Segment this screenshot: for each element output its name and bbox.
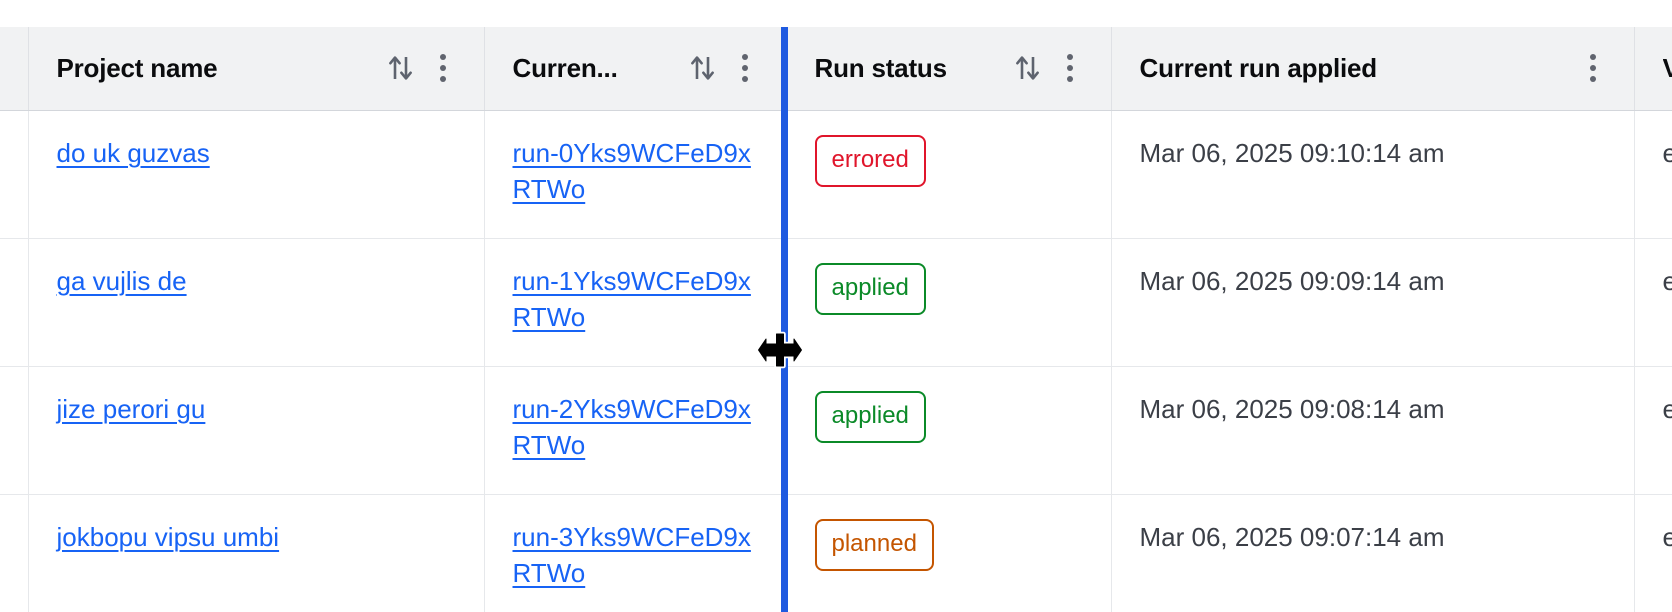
cell-current-run: run-3Yks9WCFeD9xRTWo [484, 494, 787, 612]
table-body: do uk guzvas run-0Yks9WCFeD9xRTWo errore… [0, 110, 1672, 612]
cell-vcs-repo: e [1634, 494, 1672, 612]
current-run-applied-text: Mar 06, 2025 09:08:14 am [1139, 393, 1445, 424]
sort-arrows-icon[interactable] [1013, 49, 1043, 87]
current-run-link[interactable]: run-1Yks9WCFeD9xRTWo [512, 265, 751, 333]
sort-arrows-icon[interactable] [386, 49, 416, 87]
kebab-dot [1066, 65, 1073, 72]
cell-vcs-repo: e [1634, 110, 1672, 239]
cell-run-status: applied [786, 366, 1112, 495]
table-row: jokbopu vipsu umbi run-3Yks9WCFeD9xRTWo … [0, 494, 1672, 612]
column-header-label-project-name: Project name [56, 52, 218, 83]
kebab-dot [1589, 76, 1596, 83]
row-select-cell[interactable] [0, 366, 29, 495]
kebab-menu-icon[interactable] [430, 49, 456, 87]
current-run-applied-text: Mar 06, 2025 09:07:14 am [1139, 521, 1445, 552]
project-name-link[interactable]: jokbopu vipsu umbi [56, 521, 280, 552]
kebab-dot [1589, 54, 1596, 61]
cell-current-run-applied: Mar 06, 2025 09:09:14 am [1111, 238, 1635, 367]
kebab-menu-icon[interactable] [1057, 49, 1083, 87]
current-run-link[interactable]: run-2Yks9WCFeD9xRTWo [512, 393, 751, 461]
status-badge: applied [814, 390, 926, 443]
projects-table: Project name [0, 27, 1672, 612]
column-header-run-status[interactable]: Run status [786, 27, 1112, 111]
cell-vcs-repo: e [1634, 238, 1672, 367]
sort-arrows-icon[interactable] [688, 49, 718, 87]
column-header-label-current-run-applied: Current run applied [1139, 52, 1377, 83]
kebab-menu-icon[interactable] [1580, 49, 1606, 87]
kebab-dot [1066, 54, 1073, 61]
status-badge: errored [814, 134, 926, 187]
current-run-applied-text: Mar 06, 2025 09:09:14 am [1139, 265, 1445, 296]
kebab-dot [741, 65, 748, 72]
viewport-top-strip [0, 0, 1672, 27]
cell-current-run-applied: Mar 06, 2025 09:10:14 am [1111, 110, 1635, 239]
vcs-repo-text: e [1662, 265, 1672, 296]
column-header-current-run-applied[interactable]: Current run applied [1111, 27, 1635, 111]
status-badge: applied [814, 262, 926, 315]
vcs-repo-text: e [1662, 521, 1672, 552]
column-header-label-run-status: Run status [814, 52, 947, 83]
cell-run-status: errored [786, 110, 1112, 239]
kebab-dot [1589, 65, 1596, 72]
kebab-dot [741, 76, 748, 83]
kebab-menu-icon[interactable] [732, 49, 758, 87]
kebab-dot [439, 76, 446, 83]
column-header-label-current-run: Curren... [512, 52, 618, 83]
cell-project-name: jokbopu vipsu umbi [28, 494, 485, 612]
status-badge: planned [814, 518, 934, 571]
cell-current-run-applied: Mar 06, 2025 09:08:14 am [1111, 366, 1635, 495]
kebab-dot [439, 54, 446, 61]
column-header-select[interactable] [0, 27, 29, 111]
vcs-repo-text: e [1662, 137, 1672, 168]
table-row: jize perori gu run-2Yks9WCFeD9xRTWo appl… [0, 366, 1672, 495]
cell-current-run: run-0Yks9WCFeD9xRTWo [484, 110, 787, 239]
column-header-label-vcs-repo: V [1663, 53, 1672, 84]
row-select-cell[interactable] [0, 238, 29, 367]
project-name-link[interactable]: jize perori gu [56, 393, 206, 424]
column-header-vcs-repo[interactable]: V [1634, 27, 1672, 111]
current-run-link[interactable]: run-3Yks9WCFeD9xRTWo [512, 521, 751, 589]
cell-run-status: applied [786, 238, 1112, 367]
cell-current-run-applied: Mar 06, 2025 09:07:14 am [1111, 494, 1635, 612]
table-row: ga vujlis de run-1Yks9WCFeD9xRTWo applie… [0, 238, 1672, 367]
kebab-dot [1066, 76, 1073, 83]
column-header-project-name[interactable]: Project name [28, 27, 485, 111]
kebab-dot [439, 65, 446, 72]
current-run-link[interactable]: run-0Yks9WCFeD9xRTWo [512, 137, 751, 205]
cell-project-name: do uk guzvas [28, 110, 485, 239]
cell-project-name: jize perori gu [28, 366, 485, 495]
cell-current-run: run-1Yks9WCFeD9xRTWo [484, 238, 787, 367]
cell-project-name: ga vujlis de [28, 238, 485, 367]
project-name-link[interactable]: ga vujlis de [56, 265, 187, 296]
cell-vcs-repo: e [1634, 366, 1672, 495]
table-row: do uk guzvas run-0Yks9WCFeD9xRTWo errore… [0, 110, 1672, 239]
row-select-cell[interactable] [0, 494, 29, 612]
table-header: Project name [0, 27, 1672, 111]
vcs-repo-text: e [1662, 393, 1672, 424]
project-name-link[interactable]: do uk guzvas [56, 137, 210, 168]
cell-current-run: run-2Yks9WCFeD9xRTWo [484, 366, 787, 495]
column-header-current-run[interactable]: Curren... [484, 27, 787, 111]
current-run-applied-text: Mar 06, 2025 09:10:14 am [1139, 137, 1445, 168]
kebab-dot [741, 54, 748, 61]
header-row: Project name [0, 27, 1672, 111]
cell-run-status: planned [786, 494, 1112, 612]
row-select-cell[interactable] [0, 110, 29, 239]
